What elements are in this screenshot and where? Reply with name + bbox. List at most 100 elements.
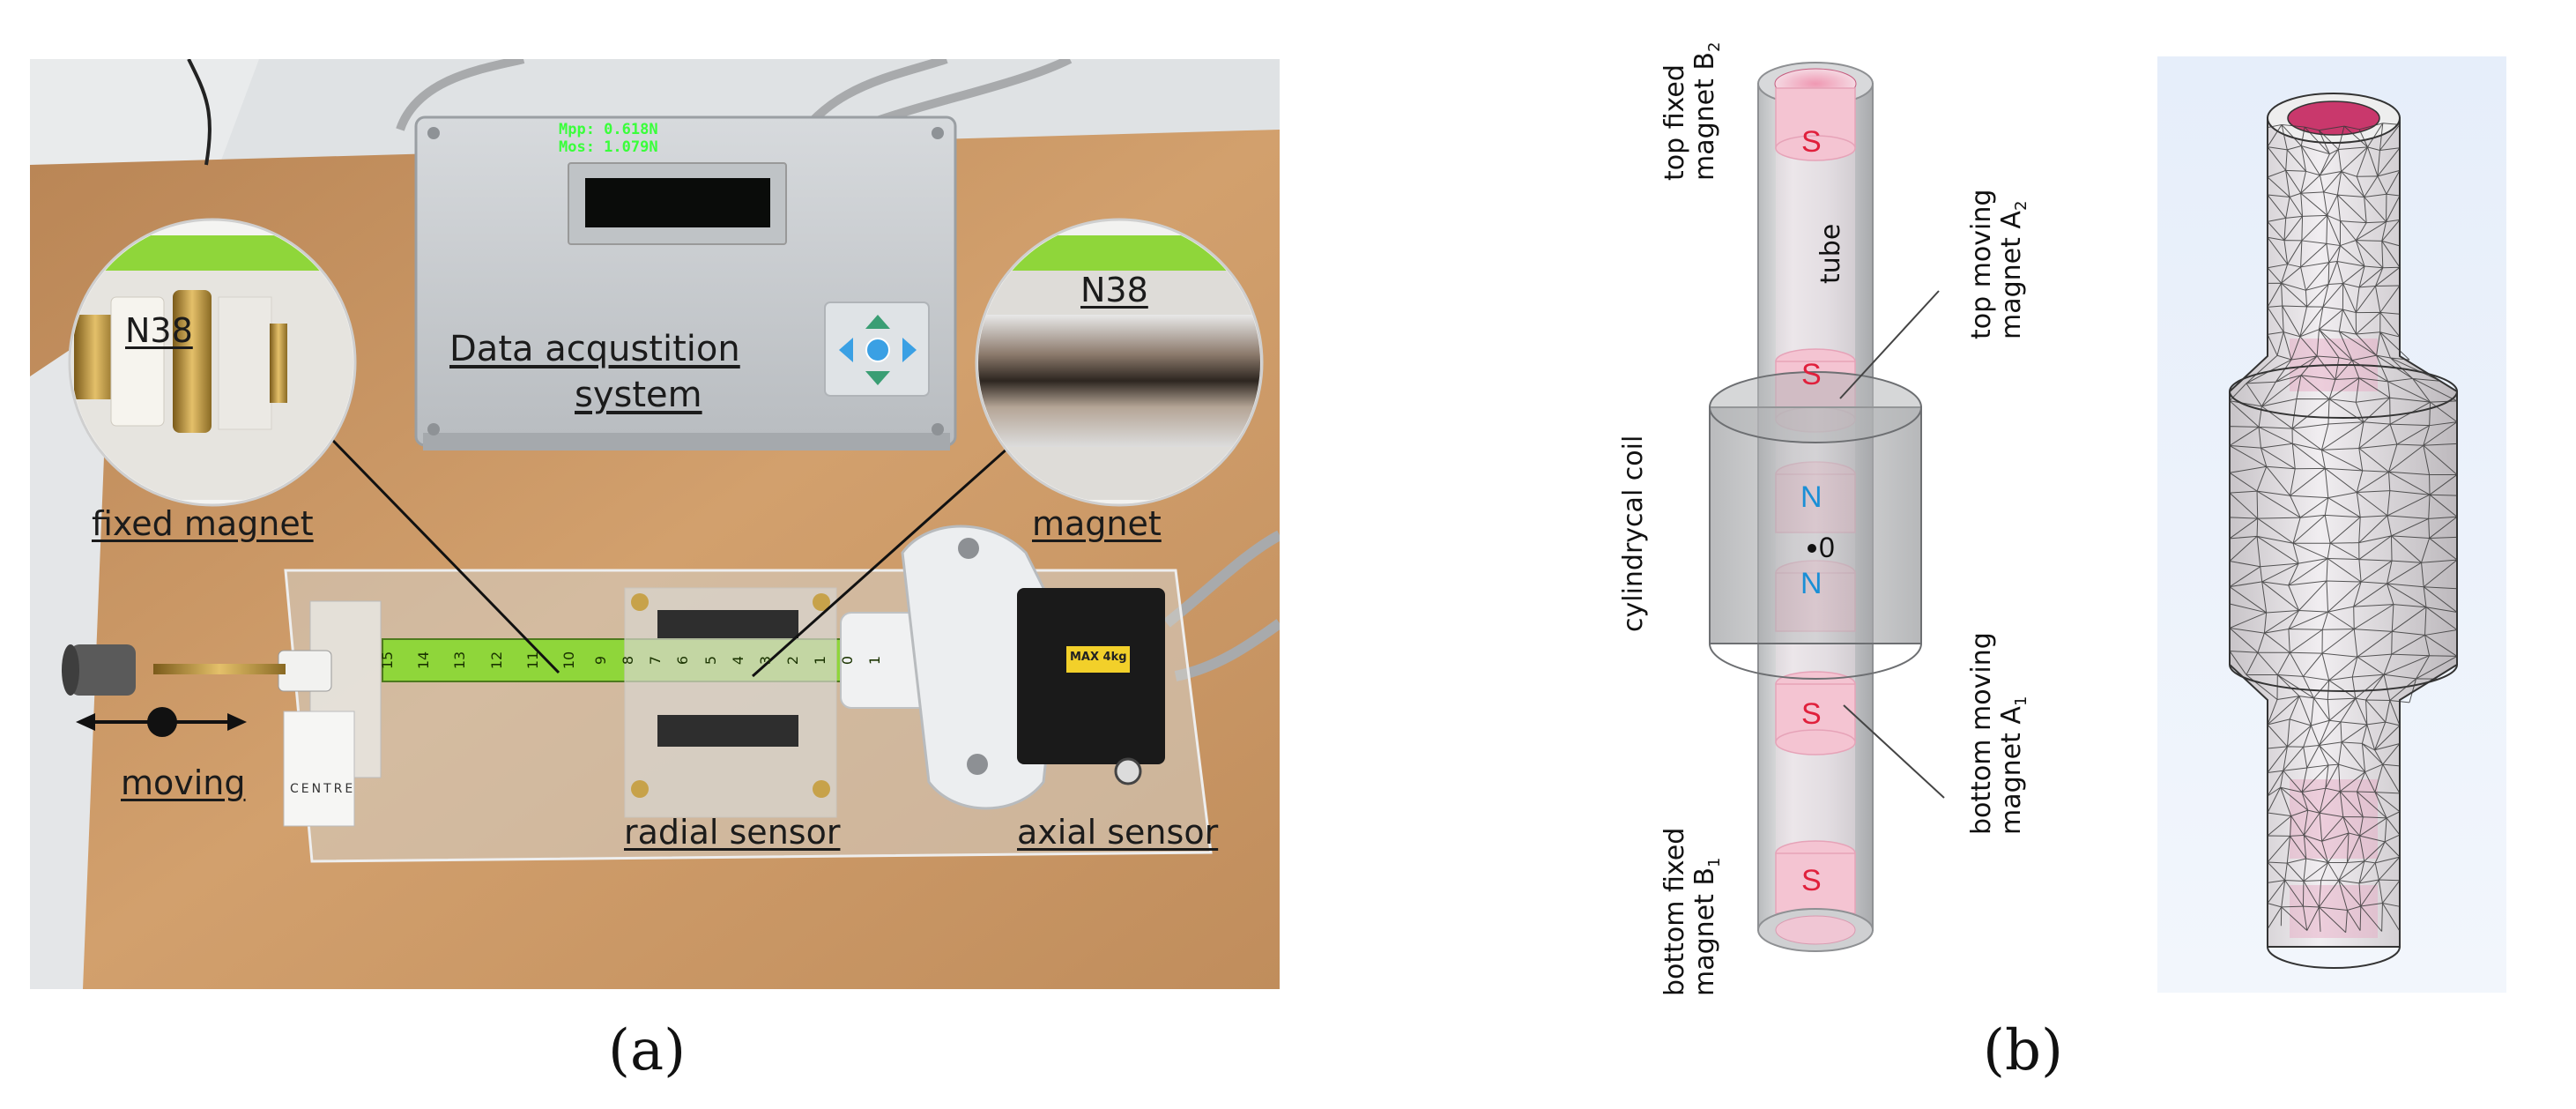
top-moving-line-1: top moving [1966, 189, 1997, 339]
mesh-element-edge [2429, 400, 2458, 426]
mesh-element-edge [2267, 282, 2283, 308]
mesh-element-edge [2374, 763, 2401, 794]
mesh-element-edge [2257, 651, 2290, 675]
mesh-element-edge [2300, 262, 2330, 291]
mesh-element-edge [2267, 194, 2290, 222]
mesh-element-edge [2285, 145, 2306, 172]
ruler-tick-label: 15 [379, 651, 397, 670]
tube-magnet-schematic [1709, 62, 1945, 952]
fixed-magnet-label: fixed magnet [92, 504, 314, 543]
mesh-element-edge [2377, 169, 2401, 195]
mesh-element-edge [2323, 191, 2338, 216]
mesh-element-edge [2387, 377, 2431, 403]
mesh-element-edge [2229, 535, 2258, 562]
mesh-element-edge [2267, 264, 2288, 284]
mesh-element-edge [2300, 191, 2328, 217]
mesh-element-edge [2229, 381, 2276, 407]
bottom-moving-magnet-label: bottom moving magnet A1 [1966, 632, 2037, 835]
fem-mesh-model [2229, 93, 2458, 969]
mesh-element-edge [2321, 652, 2358, 681]
mesh-element-edge [2423, 421, 2458, 446]
mesh-element-edge [2300, 355, 2340, 380]
mesh-element-edge [2327, 542, 2360, 561]
mesh-element-edge [2282, 305, 2307, 338]
mesh-element-edge [2387, 583, 2427, 608]
mesh-element-edge [2381, 902, 2401, 932]
mesh-element-edge [2424, 629, 2458, 657]
mesh-element-edge [2281, 123, 2305, 150]
n38-label-right: N38 [1080, 271, 1148, 309]
mesh-element-edge [2356, 791, 2387, 819]
n38-label-left: N38 [125, 311, 193, 350]
mesh-element-edge [2267, 835, 2290, 863]
mesh-element-edge [2336, 261, 2365, 284]
mesh-element-edge [2345, 905, 2361, 933]
mesh-element-edge [2292, 542, 2331, 564]
mesh-element-edge [2358, 559, 2393, 583]
mesh-element-edge [2356, 470, 2389, 493]
mesh-element-edge [2300, 170, 2320, 194]
mesh-element-edge [2292, 514, 2326, 544]
magnet-label: magnet [1032, 504, 1162, 543]
mesh-element-edge [2424, 607, 2458, 636]
mesh-element-edge [2391, 604, 2427, 632]
data-acquisition-label-line-2: system [575, 375, 702, 415]
pole-s-top-moving: S [1801, 358, 1822, 391]
mesh-element-edge [2335, 357, 2353, 380]
bottom-moving-subscript: 1 [2012, 696, 2030, 707]
mesh-element-edge [2319, 148, 2339, 176]
experimental-setup-illustration [30, 59, 1280, 989]
mesh-element-edge [2288, 610, 2328, 629]
mesh-element-edge [2267, 331, 2284, 356]
mesh-element-edge [2267, 812, 2292, 837]
mesh-element-edge [2374, 721, 2401, 751]
mesh-element-edge [2319, 787, 2341, 814]
mesh-element-edge [2285, 169, 2306, 197]
mesh-element-edge [2390, 357, 2441, 382]
mesh-element-edge [2229, 627, 2265, 653]
mesh-element-edge [2389, 397, 2431, 425]
mesh-element-edge [2423, 586, 2458, 613]
mesh-element-edge [2267, 786, 2282, 814]
mesh-element-edge [2416, 655, 2458, 680]
bottom-fixed-magnet-label: bottom fixed magnet B1 [1659, 828, 1730, 996]
mesh-element-edge [2356, 331, 2381, 356]
mesh-element-edge [2256, 465, 2296, 496]
caption-a: (a) [608, 1018, 687, 1083]
mesh-element-edge [2256, 517, 2301, 544]
mesh-element-edge [2261, 581, 2299, 614]
mesh-element-edge [2387, 490, 2431, 517]
mesh-element-edge [2302, 675, 2330, 699]
mesh-element-edge [2356, 763, 2383, 793]
mesh-element-edge [2390, 535, 2430, 563]
mesh-element-edge [2387, 515, 2429, 537]
mesh-element-edge [2291, 423, 2329, 450]
mesh-element-edge [2286, 718, 2312, 748]
mesh-element-edge [2229, 650, 2259, 675]
mesh-element-edge [2377, 147, 2401, 177]
mesh-element-edge [2303, 809, 2320, 836]
ruler-tick-label: 12 [487, 651, 505, 670]
mesh-element-edge [2351, 674, 2385, 699]
lcd-line-1: Mpp: 0.618N [559, 121, 658, 138]
mesh-element-edge [2267, 305, 2284, 335]
mesh-element-edge [2358, 265, 2384, 288]
mesh-element-edge [2300, 126, 2330, 155]
mesh-element-edge [2326, 214, 2341, 246]
mesh-element-edge [2358, 421, 2391, 449]
mesh-element-edge [2267, 770, 2284, 797]
mesh-element-edge [2338, 309, 2357, 335]
mesh-element-edge [2428, 516, 2458, 539]
mesh-element-edge [2276, 674, 2314, 699]
mesh-element-edge [2355, 240, 2384, 269]
fem-mesh-panel [2157, 56, 2506, 993]
mesh-element-edge [2229, 400, 2262, 428]
mesh-element-edge [2267, 217, 2286, 241]
mesh-element-edge [2326, 580, 2362, 613]
mesh-element-edge [2358, 860, 2376, 884]
mesh-element-edge [2428, 494, 2458, 519]
mesh-element-edge [2356, 146, 2380, 177]
mesh-element-edge [2281, 879, 2304, 907]
